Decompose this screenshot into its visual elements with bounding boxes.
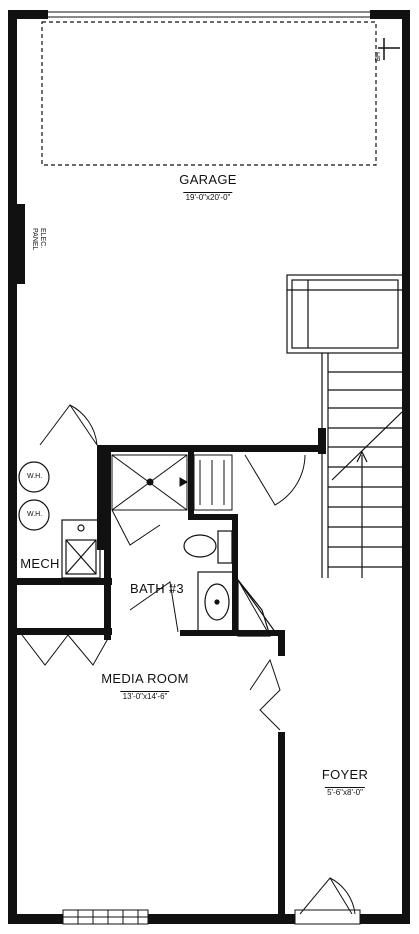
mech-unit bbox=[61, 519, 101, 579]
water-heater-label-1: W.H. bbox=[27, 473, 43, 480]
closet-shelf bbox=[193, 454, 233, 511]
garage-dimensions: 19'-0"x20'-0" bbox=[183, 192, 233, 202]
bath-name: BATH #3 bbox=[130, 581, 184, 596]
garage-label: GARAGE 19'-0"x20'-0" bbox=[179, 172, 236, 205]
electrical-panel-label: ELEC. PANEL bbox=[30, 228, 46, 250]
mech-name: MECH bbox=[20, 556, 60, 571]
angled-closet bbox=[237, 578, 279, 637]
electrical-panel bbox=[17, 204, 25, 284]
hose-bib-label: HB bbox=[373, 52, 380, 62]
foyer-dimensions: 5'-6"x8'-0" bbox=[325, 787, 365, 797]
hose-bib-icon bbox=[378, 38, 400, 60]
exterior-walls bbox=[8, 10, 410, 924]
foyer-name: FOYER bbox=[321, 767, 369, 782]
water-heaters bbox=[18, 461, 50, 531]
bath-label: BATH #3 bbox=[130, 581, 184, 596]
water-heater-label-2: W.H. bbox=[27, 511, 43, 518]
toilet-icon bbox=[183, 530, 233, 564]
garage-name: GARAGE bbox=[179, 172, 237, 187]
elec-label-line1: ELEC. bbox=[39, 228, 46, 249]
garage-door-opening bbox=[41, 11, 377, 166]
vanity-sink bbox=[197, 571, 237, 633]
media-room-name: MEDIA ROOM bbox=[101, 671, 189, 686]
media-room-dimensions: 13'-0"x14'-6" bbox=[120, 691, 170, 701]
shower bbox=[111, 454, 189, 511]
bottom-window bbox=[62, 909, 361, 925]
elec-label-line2: PANEL bbox=[31, 228, 38, 251]
doors bbox=[21, 404, 356, 915]
foyer-label: FOYER 5'-6"x8'-0" bbox=[322, 767, 368, 800]
mech-label: MECH bbox=[20, 556, 59, 571]
media-room-label: MEDIA ROOM 13'-0"x14'-6" bbox=[101, 671, 189, 704]
stair bbox=[286, 274, 404, 578]
